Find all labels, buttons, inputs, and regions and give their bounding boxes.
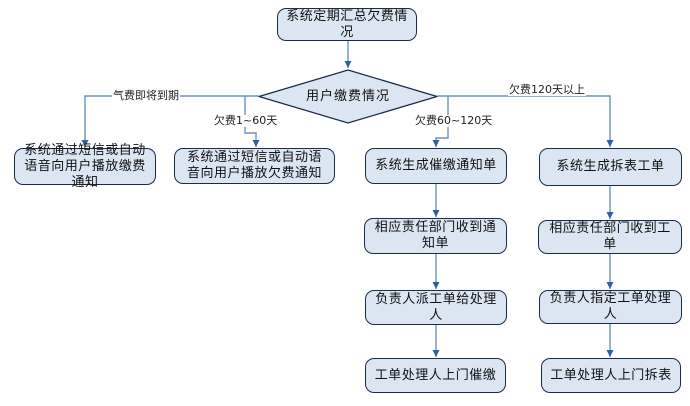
edge-label-gas-fee-due: 气费即将到期 <box>112 89 180 102</box>
node-designate-order-handler: 负责人指定工单处理人 <box>539 290 682 324</box>
edge-label-arrears-over-120: 欠费120天以上 <box>508 83 586 96</box>
node-sms-arrears-notice: 系统通过短信或自动语音向用户播放欠费通知 <box>174 148 335 184</box>
edge-decision-to-removal-order <box>437 95 614 147</box>
edge-decision-to-payment-notice <box>81 95 259 147</box>
node-sms-payment-notice: 系统通过短信或自动语音向用户播放缴费通知 <box>14 143 156 190</box>
node-dept-receive-order: 相应责任部门收到工单 <box>538 220 682 254</box>
node-payment-status-decision-shape <box>256 69 440 124</box>
node-generate-collection-notice: 系统生成催缴通知单 <box>365 148 507 184</box>
node-handler-visit-remove: 工单处理人上门拆表 <box>541 358 681 393</box>
node-dept-receive-notice: 相应责任部门收到通知单 <box>364 218 507 254</box>
edge-decision-to-arrears-notice <box>244 96 260 147</box>
node-assign-order-to-handler: 负责人派工单给处理人 <box>365 290 507 325</box>
node-handler-visit-collect: 工单处理人上门催缴 <box>365 358 506 393</box>
edge-label-arrears-1-60: 欠费1~60天 <box>213 114 279 127</box>
node-payment-status-decision: 用户缴费情况 <box>305 88 390 104</box>
edge-label-arrears-60-120: 欠费60~120天 <box>414 114 494 127</box>
node-summarize-arrears: 系统定期汇总欠费情况 <box>277 8 417 41</box>
node-generate-removal-order: 系统生成拆表工单 <box>539 148 682 186</box>
